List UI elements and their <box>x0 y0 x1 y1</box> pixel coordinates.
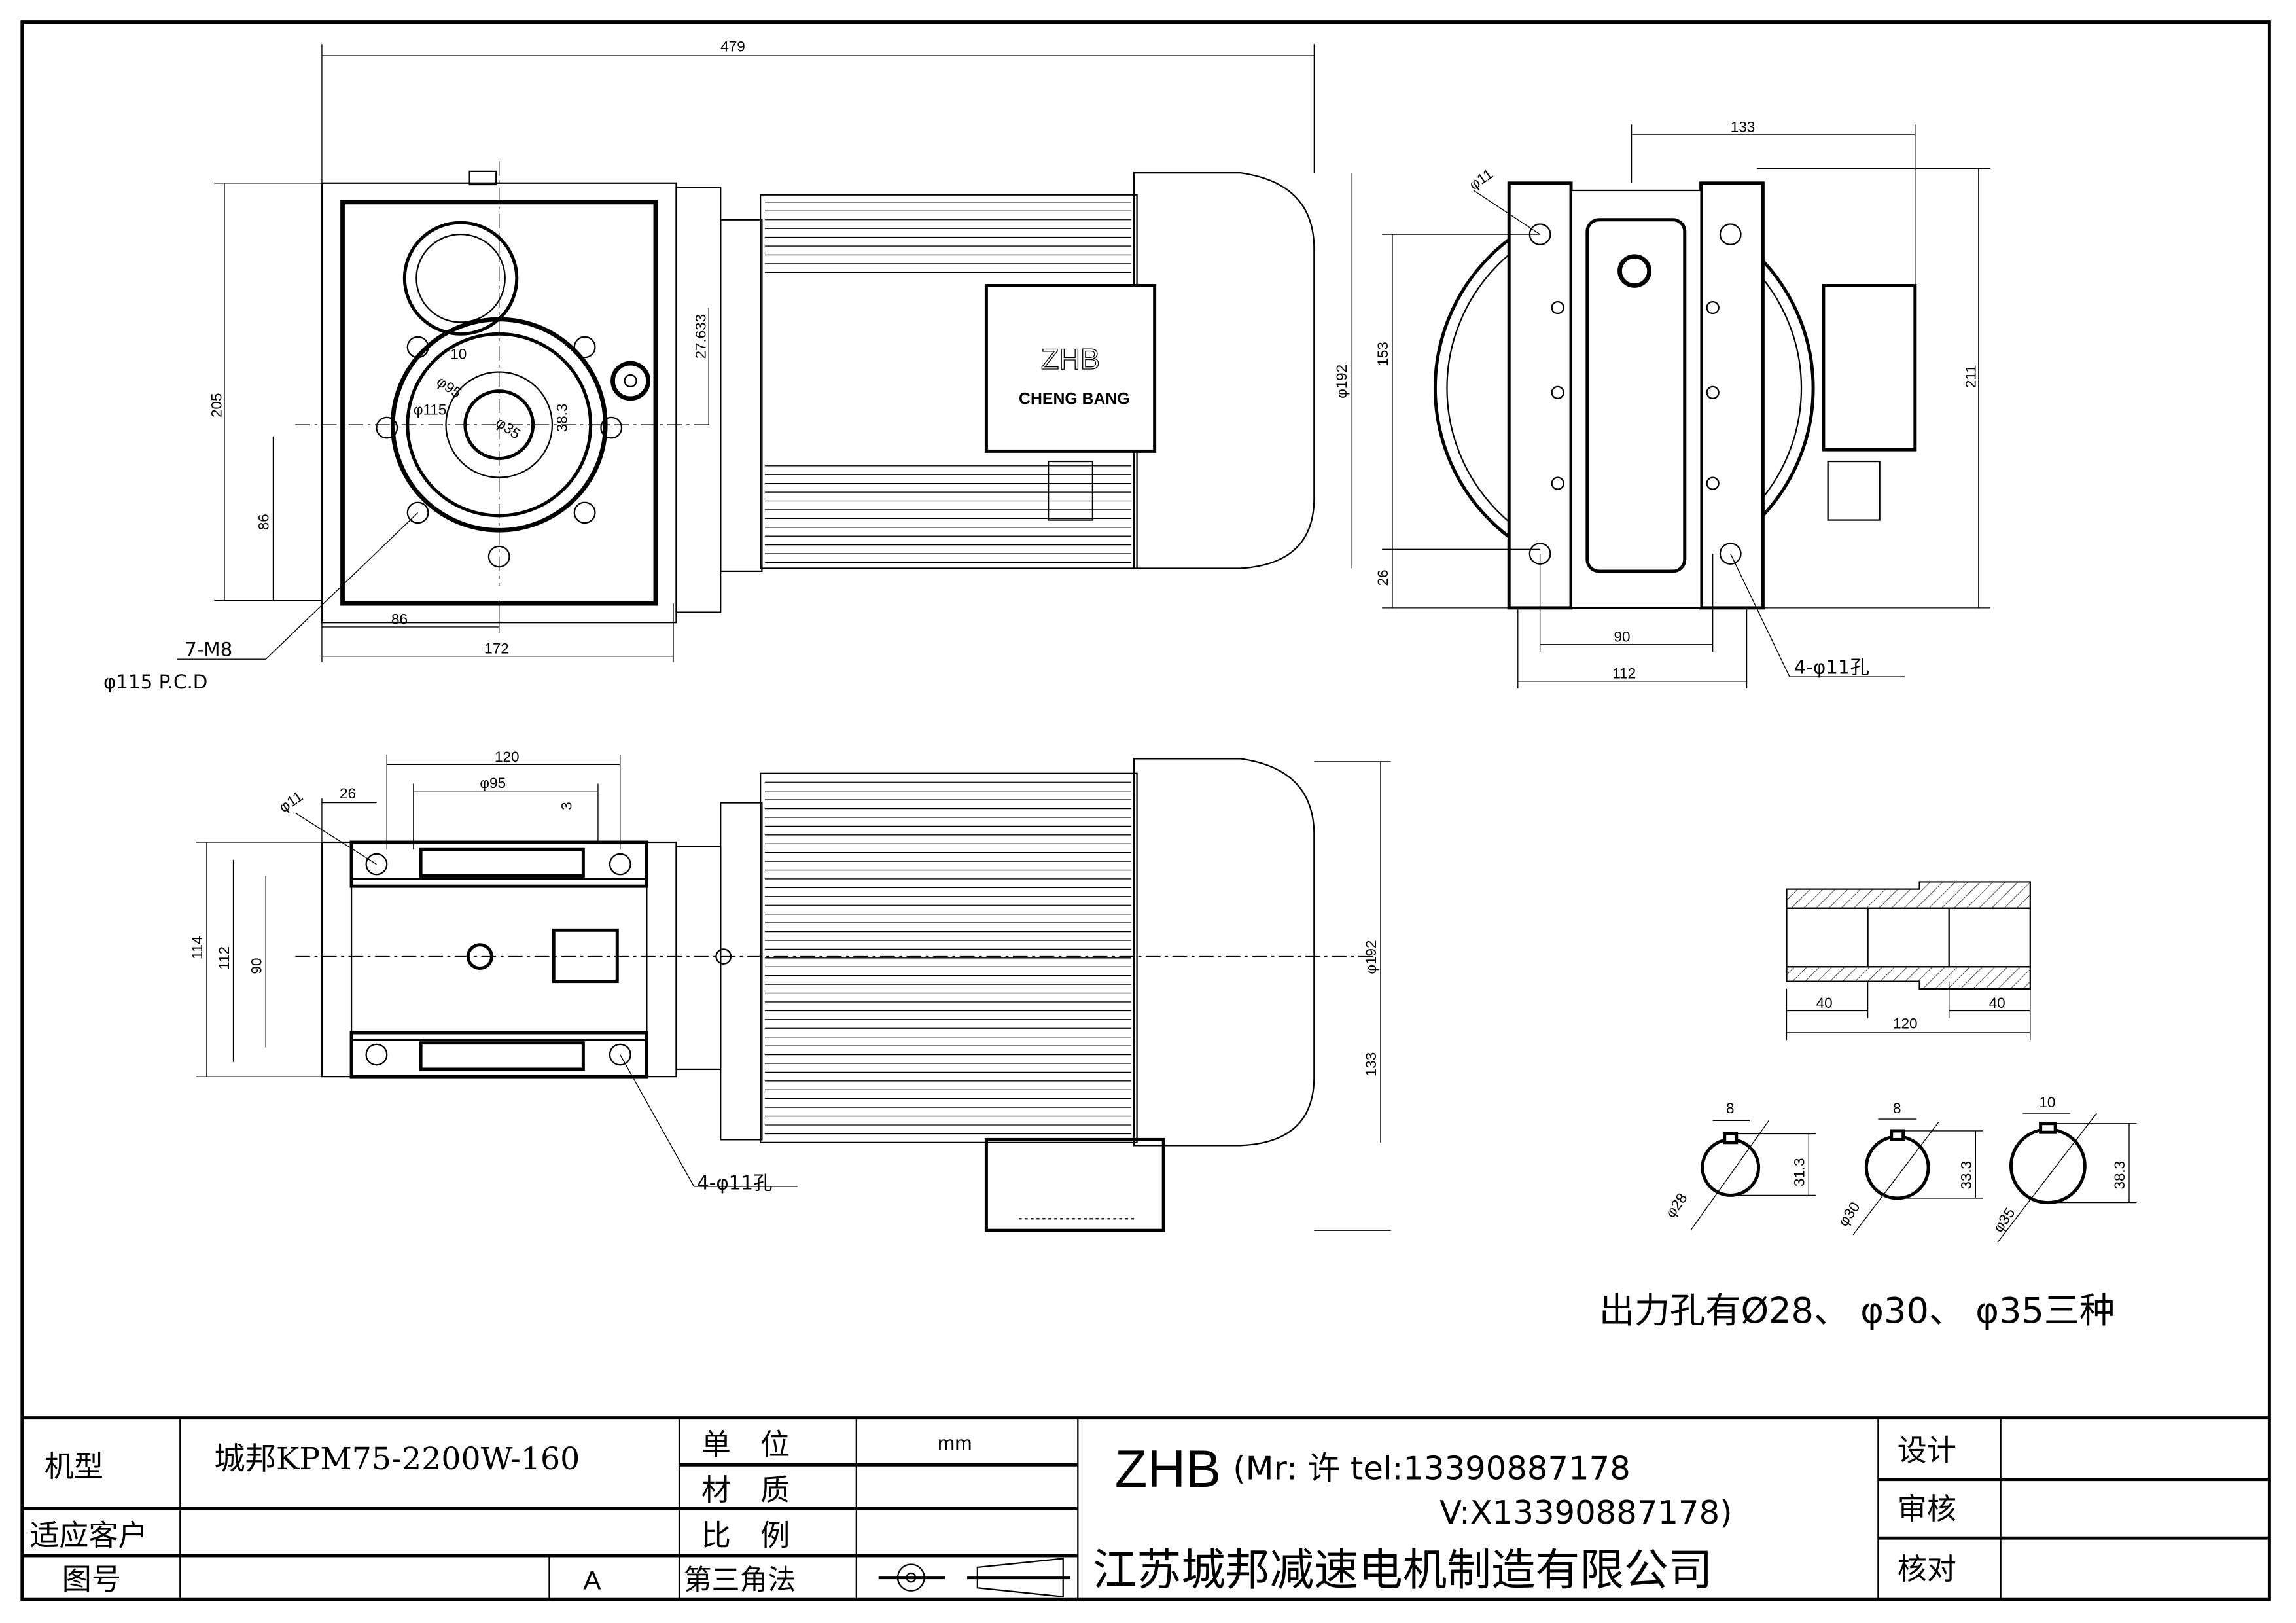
terminal-box-bottom <box>984 1137 1165 1232</box>
title-block <box>22 1416 2270 1600</box>
dim-overall-length: 479 <box>720 38 745 54</box>
dim-width-112: 112 <box>1612 665 1636 681</box>
dim-width-90: 90 <box>1614 628 1630 645</box>
terminal-box <box>984 284 1157 453</box>
dim-width-172: 172 <box>484 640 509 656</box>
customer-label: 适应客户 <box>29 1518 147 1553</box>
top-view-dimensions <box>196 754 1391 1231</box>
dim-height-86: 86 <box>256 514 272 530</box>
keyway-35-key: 10 <box>2039 1094 2055 1111</box>
dim-key-width: 10 <box>450 346 467 362</box>
front-view: ZHB CHENG BANG <box>295 161 1315 624</box>
dim-bore: φ35 <box>493 414 523 442</box>
keyway-28-dia: φ28 <box>1662 1190 1690 1221</box>
dim-height-26: 26 <box>1375 569 1391 586</box>
dim-height-114: 114 <box>189 936 205 959</box>
dim-hole-dia-bottom: φ11 <box>276 788 306 815</box>
fan-cover <box>1133 171 1315 569</box>
design-label: 设计 <box>1898 1433 1956 1468</box>
dim-motor-dia-bottom: φ192 <box>1363 940 1379 974</box>
holes-label: 4-φ11孔 <box>1794 656 1869 679</box>
scale-label: 比 例 <box>701 1518 790 1553</box>
shaft-dim-right: 40 <box>1989 995 2005 1011</box>
third-angle-symbol <box>878 1558 1071 1597</box>
dim-width-133: 133 <box>1731 119 1756 135</box>
dim-motor-dia: φ192 <box>1333 365 1350 399</box>
dim-height-112: 112 <box>216 946 232 970</box>
contact-line1: (Mr: 许 tel:13390887178 <box>1233 1450 1631 1488</box>
dim-offset: 27.633 <box>693 314 709 359</box>
shaft-section <box>1786 881 2031 1041</box>
dim-height-133: 133 <box>1363 1052 1379 1077</box>
dim-height-205: 205 <box>208 393 224 418</box>
shaft-dim-total: 120 <box>1893 1015 1918 1031</box>
model-label: 机型 <box>44 1449 103 1484</box>
nameplate-brand: ZHB <box>1041 342 1100 376</box>
holes-label-bottom: 4-φ11孔 <box>697 1172 772 1194</box>
unit-value: mm <box>938 1432 972 1455</box>
side-view-dimensions <box>1382 124 1990 688</box>
dim-flange-dia: φ95 <box>480 775 506 791</box>
drawing-border <box>20 20 2271 1601</box>
keyway-35-dia: φ35 <box>1990 1205 2018 1236</box>
dim-hole-dia: φ11 <box>1466 166 1496 193</box>
dim-pcd-115: φ115 <box>414 402 447 418</box>
material-label: 材 质 <box>701 1472 790 1507</box>
keyway-30 <box>1852 1118 1983 1236</box>
keyway-30-key: 8 <box>1893 1100 1901 1116</box>
dim-offset-26: 26 <box>340 785 356 802</box>
contact-line2: V:X13390887178) <box>1439 1493 1732 1531</box>
unit-label: 单 位 <box>701 1427 790 1462</box>
dim-width-120: 120 <box>495 749 520 765</box>
brand: ZHB <box>1115 1440 1221 1499</box>
keyway-30-dia: φ30 <box>1835 1199 1863 1230</box>
projection-label: 第三角法 <box>684 1564 796 1597</box>
drawing-no-label: 图号 <box>62 1562 121 1597</box>
keyway-30-depth: 33.3 <box>1958 1161 1974 1190</box>
keyway-35-depth: 38.3 <box>2111 1161 2128 1190</box>
keyway-28 <box>1690 1120 1816 1231</box>
dim-height-90: 90 <box>248 958 264 974</box>
dim-height-211: 211 <box>1962 365 1979 388</box>
shaft-dim-left: 40 <box>1816 995 1833 1011</box>
keyway-35 <box>1997 1113 2137 1243</box>
pcd-label: φ115 P.C.D <box>103 671 207 693</box>
dim-height-153: 153 <box>1375 342 1391 366</box>
model-value: 城邦KPM75-2200W-160 <box>214 1441 580 1477</box>
thread-label: 7-M8 <box>185 639 232 661</box>
dim-width-86: 86 <box>391 611 408 628</box>
check-label: 核对 <box>1898 1552 1956 1586</box>
dim-flange-95: φ95 <box>434 373 465 401</box>
front-view-dimensions <box>177 44 1352 662</box>
output-bore-note: 出力孔有Ø28、 φ30、 φ35三种 <box>1599 1290 2115 1331</box>
nameplate-name: CHENG BANG <box>1019 391 1130 408</box>
keyway-28-depth: 31.3 <box>1791 1158 1807 1186</box>
dim-gap-3: 3 <box>558 802 574 810</box>
review-label: 审核 <box>1898 1491 1956 1526</box>
side-view <box>1433 181 1917 610</box>
top-view <box>295 758 1373 1232</box>
dim-keyway-depth: 38.3 <box>554 404 570 433</box>
keyway-28-key: 8 <box>1726 1100 1735 1116</box>
revision: A <box>583 1565 601 1596</box>
company-name: 江苏城邦减速电机制造有限公司 <box>1093 1544 1713 1596</box>
